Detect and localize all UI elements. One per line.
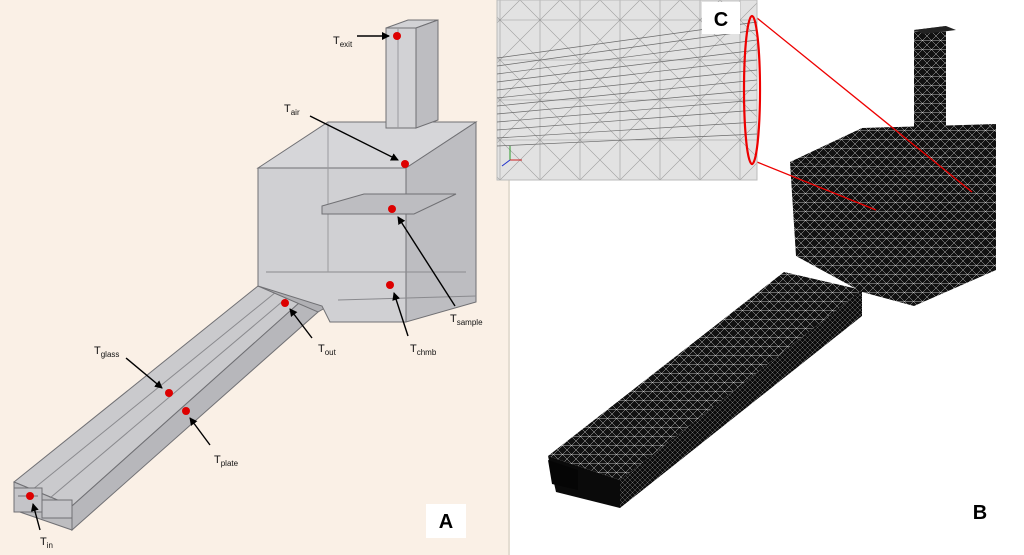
arrow-sample	[397, 216, 456, 307]
panel-b-letter: B	[973, 502, 987, 524]
sensor-dot-glass	[165, 389, 173, 397]
zoom-highlight-ellipse	[742, 14, 762, 166]
arrow-plate	[189, 417, 211, 446]
chamber-mesh	[790, 124, 996, 306]
zoom-line-lower	[756, 161, 877, 211]
label-t-sample: Tsample	[450, 313, 483, 327]
sensor-dot-out	[281, 299, 289, 307]
label-t-chmb: Tchmb	[410, 343, 437, 357]
label-t-plate: Tplate	[214, 454, 239, 468]
panel-a-letter-box	[426, 504, 466, 538]
label-t-glass: Tglass	[94, 345, 119, 359]
label-t-in: Tin	[40, 536, 53, 550]
arrow-air	[309, 115, 399, 161]
arrow-chmb	[392, 292, 409, 337]
panel-b-letter-box	[958, 494, 1002, 528]
collector-mesh	[548, 272, 862, 508]
chimney-mesh	[914, 26, 956, 136]
sensor-dot-plate	[182, 407, 190, 415]
arrow-glass	[125, 357, 163, 389]
arrow-in	[30, 503, 41, 531]
panel-c-axis-triad	[501, 146, 522, 167]
drying-chamber	[256, 121, 478, 323]
sensor-dot-exit	[393, 32, 401, 40]
label-t-air: Tair	[284, 103, 300, 117]
panel-c-mesh-strips	[496, 21, 758, 147]
label-t-out: Tout	[318, 343, 337, 357]
sample-tray	[321, 193, 457, 215]
label-t-exit: Texit	[333, 35, 353, 49]
panel-a-letter: A	[439, 511, 453, 533]
panel-c: C	[496, 0, 762, 181]
sensor-dot-in	[26, 492, 34, 500]
sensor-dot-chmb	[386, 281, 394, 289]
panel-a: Texit Tair Tsample Tchmb Tout Tglass Tpl…	[0, 0, 508, 555]
solar-collector	[13, 284, 332, 532]
exit-chimney	[385, 19, 439, 129]
sensor-points	[26, 32, 409, 500]
sensor-labels: Texit Tair Tsample Tchmb Tout Tglass Tpl…	[40, 35, 483, 550]
zoom-connectors	[756, 17, 973, 211]
sensor-dot-air	[401, 160, 409, 168]
zoom-line-upper	[756, 17, 973, 193]
panel-c-letter-box	[702, 2, 740, 34]
sensor-dot-sample	[388, 205, 396, 213]
leader-arrows	[30, 32, 456, 531]
arrow-out	[289, 308, 313, 339]
panel-c-letter: C	[714, 9, 728, 31]
